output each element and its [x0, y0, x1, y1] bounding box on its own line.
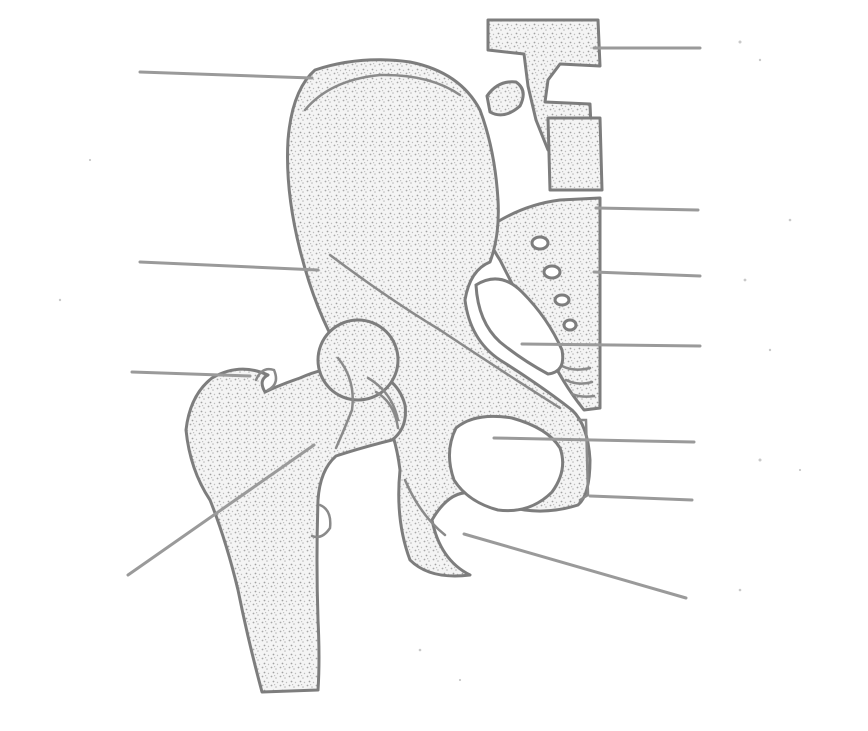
leader-iliac-crest [140, 72, 312, 78]
leader-pubic-symphysis [590, 496, 692, 500]
leader-ischium [464, 534, 686, 598]
leader-sacrum [596, 208, 698, 210]
femoral-head [318, 320, 398, 400]
leader-ilium [140, 262, 318, 270]
leader-sacral-foramen [594, 272, 700, 276]
vertebral-body-lower [548, 118, 602, 190]
femur-shaft [186, 367, 405, 692]
intervertebral-process [487, 82, 523, 115]
sacral-foramen-4 [564, 320, 576, 330]
sacral-foramen-3 [555, 295, 569, 305]
leader-coccyx [522, 344, 700, 346]
sacral-foramen-2 [544, 266, 560, 278]
sacral-foramen-1 [532, 237, 548, 249]
